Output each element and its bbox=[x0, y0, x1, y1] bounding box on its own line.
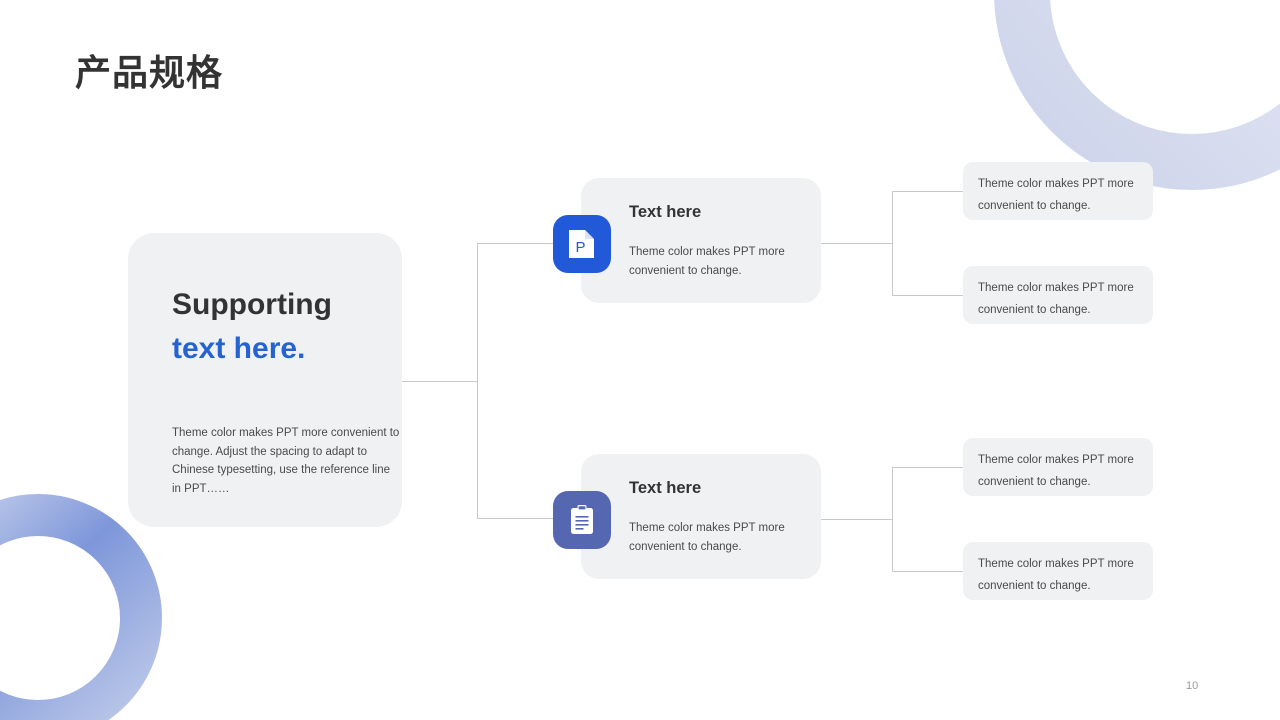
leaf-card-two-text: Theme color makes PPT more convenient to… bbox=[978, 282, 1134, 316]
branch-two-title: Text here bbox=[629, 479, 702, 497]
main-card-heading: Supporting text here. bbox=[172, 283, 380, 370]
svg-text:P: P bbox=[575, 239, 585, 256]
leaf-card-three: Theme color makes PPT more convenient to… bbox=[963, 438, 1153, 496]
connector-leaf-two bbox=[892, 295, 963, 296]
branch-one-title: Text here bbox=[629, 203, 702, 221]
leaf-card-two: Theme color makes PPT more convenient to… bbox=[963, 266, 1153, 324]
page-title: 产品规格 bbox=[75, 52, 224, 93]
connector-leaf-one bbox=[892, 191, 963, 192]
leaf-card-four: Theme color makes PPT more convenient to… bbox=[963, 542, 1153, 600]
connector-leaf-four bbox=[892, 571, 963, 572]
branch-two-body: Theme color makes PPT more convenient to… bbox=[629, 521, 785, 554]
connector-branch-two-spine bbox=[892, 467, 893, 572]
page-number: 10 bbox=[1186, 680, 1199, 692]
leaf-card-three-text: Theme color makes PPT more convenient to… bbox=[978, 454, 1134, 488]
connector-trunk-vertical bbox=[477, 243, 478, 519]
main-card-heading-line-2: text here. bbox=[172, 331, 306, 365]
ring-top-right bbox=[994, 0, 1280, 190]
branch-card-two: Text here Theme color makes PPT more con… bbox=[581, 454, 821, 579]
main-card-heading-line-1: Supporting bbox=[172, 288, 332, 321]
leaf-card-four-text: Theme color makes PPT more convenient to… bbox=[978, 558, 1134, 592]
main-supporting-card: Supporting text here. Theme color makes … bbox=[128, 233, 402, 527]
main-card-body-text: Theme color makes PPT more convenient to… bbox=[172, 427, 400, 495]
connector-trunk-horizontal bbox=[402, 381, 478, 382]
connector-branch-two bbox=[477, 518, 581, 519]
clipboard-icon bbox=[553, 491, 611, 549]
connector-branch-one bbox=[477, 243, 581, 244]
connector-branch-one-stem bbox=[821, 243, 892, 244]
branch-one-body: Theme color makes PPT more convenient to… bbox=[629, 245, 785, 278]
file-presentation-icon: P bbox=[553, 215, 611, 273]
connector-branch-one-spine bbox=[892, 191, 893, 296]
leaf-card-one: Theme color makes PPT more convenient to… bbox=[963, 162, 1153, 220]
branch-card-one: Text here Theme color makes PPT more con… bbox=[581, 178, 821, 303]
leaf-card-one-text: Theme color makes PPT more convenient to… bbox=[978, 178, 1134, 212]
connector-leaf-three bbox=[892, 467, 963, 468]
connector-branch-two-stem bbox=[821, 519, 892, 520]
ring-bottom-left bbox=[0, 494, 162, 720]
